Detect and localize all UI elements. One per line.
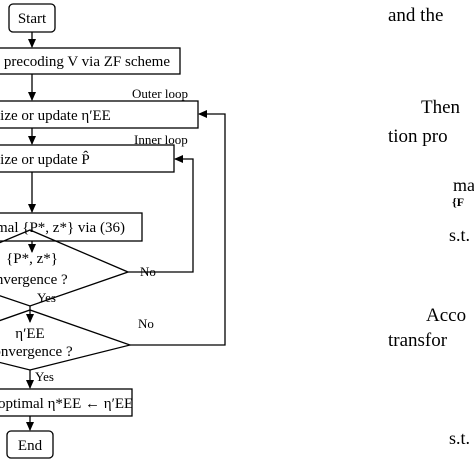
inner-loop-line: [128, 155, 194, 273]
paper-text-7: Acco: [426, 305, 467, 326]
diamond1-line1: {P*, z*}: [6, 251, 58, 267]
diamond1-line2: onvergence ?: [0, 272, 68, 288]
outer-loop-line: [130, 110, 226, 346]
end-label: End: [18, 438, 43, 454]
paper-text-8: transfor: [388, 330, 448, 351]
paper-text-6: s.t.: [449, 225, 471, 245]
paper-text-1: and the: [388, 5, 444, 26]
end-box: [6, 430, 54, 459]
inner-loop-label: Inner loop: [134, 132, 188, 147]
diamond2-line1: η′EE: [15, 326, 44, 342]
update-ee-label: lize or update η′EE: [0, 108, 111, 124]
paper-text-3: tion pro: [388, 126, 448, 147]
optimal-pz-label: mal {P*, z*} via (36): [0, 220, 125, 236]
precoding-box: [0, 47, 181, 75]
update-p-label: lize or update P̂: [0, 151, 90, 168]
final-label: optimal η*EE ← η′EE: [0, 396, 133, 412]
no-label-1: No: [140, 264, 156, 279]
yes-label-2: Yes: [35, 369, 54, 384]
start-label: Start: [18, 11, 47, 27]
paper-text-9: s.t.: [449, 428, 471, 448]
final-box: [0, 388, 133, 417]
paper-text-2: Then: [421, 97, 461, 118]
paper-text-5: {F: [452, 195, 465, 209]
precoding-label: l precoding V via ZF scheme: [0, 54, 170, 70]
no-label-2: No: [138, 316, 154, 331]
diamond2-line2: Convergence ?: [0, 344, 73, 360]
outer-loop-label: Outer loop: [132, 86, 188, 101]
optimal-pz-box: [0, 212, 143, 242]
yes-label-1: Yes: [37, 290, 56, 305]
paper-text-4: ma: [453, 175, 474, 195]
